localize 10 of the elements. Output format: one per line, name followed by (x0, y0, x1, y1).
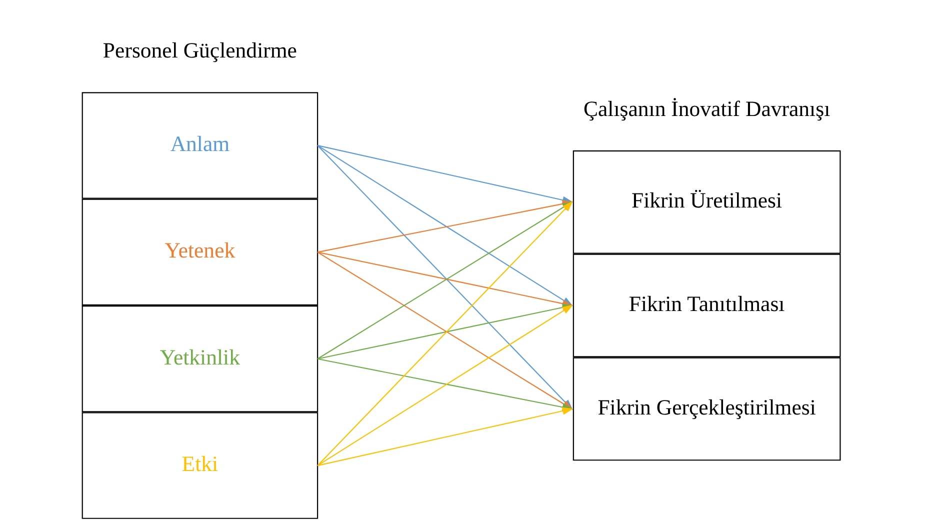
node-box: Anlam (82, 92, 318, 199)
label: Çalışanın İnovatif Davranışı (584, 97, 830, 122)
node-box: Yetkinlik (82, 306, 318, 412)
node-box: Fikrin Tanıtılması (572, 254, 841, 358)
label: Personel Güçlendirme (102, 38, 297, 62)
node-box: Fikrin Üretilmesi (572, 150, 841, 254)
node-box: Etki (82, 412, 318, 519)
node-box: Yetenek (82, 198, 318, 306)
node-box: Fikrin Gerçekleştirilmesi (572, 357, 841, 461)
arrow (317, 407, 574, 466)
